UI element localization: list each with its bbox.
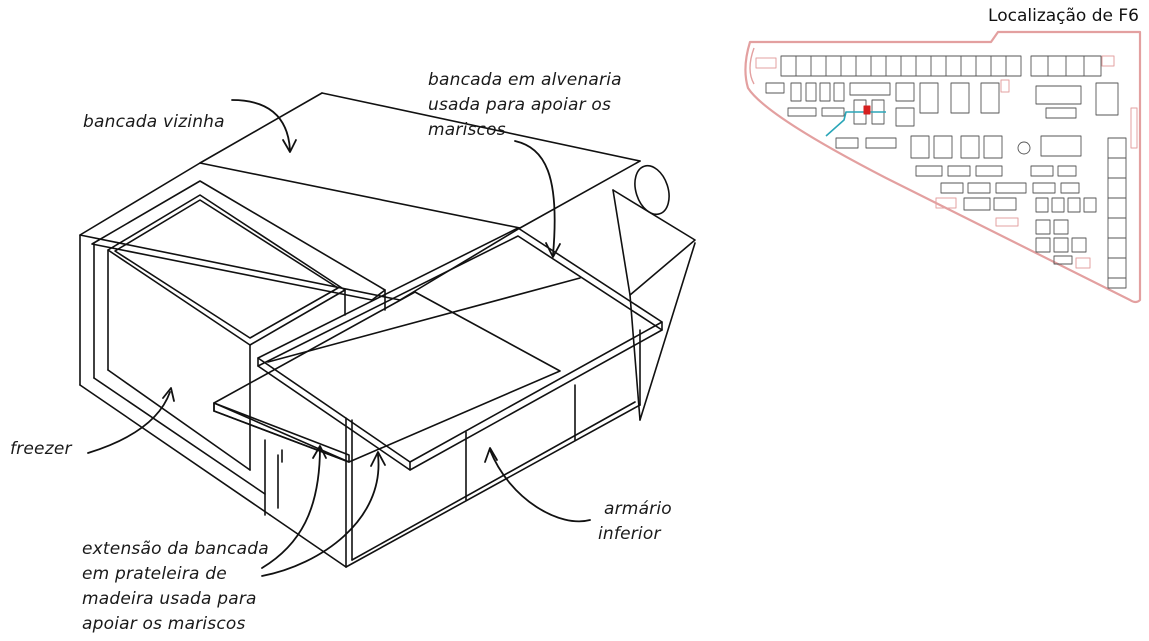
bancada-alvenaria-drawing [257, 227, 663, 471]
label-line: apoiar os mariscos [82, 614, 246, 634]
label-line: bancada em alvenaria [428, 70, 622, 90]
bancada-vizinha-drawing [79, 92, 641, 516]
label-line: usada para apoiar os [428, 95, 612, 115]
location-floor-plan [744, 30, 1142, 304]
freezer-drawing [91, 180, 386, 471]
label-line: em prateleira de [82, 564, 227, 584]
annotation-arrows [87, 99, 591, 577]
label-bancada-alvenaria: bancada em alvenaria usada para apoiar o… [428, 68, 622, 143]
label-line: armário [604, 499, 672, 519]
label-freezer: freezer [10, 437, 72, 462]
label-bancada-vizinha: bancada vizinha [83, 110, 225, 135]
market-outline [744, 30, 1142, 304]
prateleira-extensao-drawing [213, 291, 561, 463]
map-title: Localização de F6 [988, 6, 1139, 26]
label-line: bancada vizinha [83, 112, 225, 132]
label-armario-inferior: armário inferior [598, 497, 672, 547]
label-line: inferior [598, 524, 661, 544]
label-line: extensão da bancada [82, 539, 269, 559]
label-extensao-bancada: extensão da bancada em prateleira de mad… [82, 537, 269, 637]
stall-row-top [780, 55, 1102, 77]
f6-location-marker [863, 105, 871, 115]
stall-blocks [765, 82, 1127, 289]
pink-detail-blocks [755, 55, 1138, 269]
label-line: madeira usada para [82, 589, 257, 609]
human-figure-drawing [612, 164, 696, 421]
armario-inferior-drawing [264, 329, 641, 568]
label-line: mariscos [428, 120, 506, 140]
label-line: freezer [10, 439, 72, 459]
